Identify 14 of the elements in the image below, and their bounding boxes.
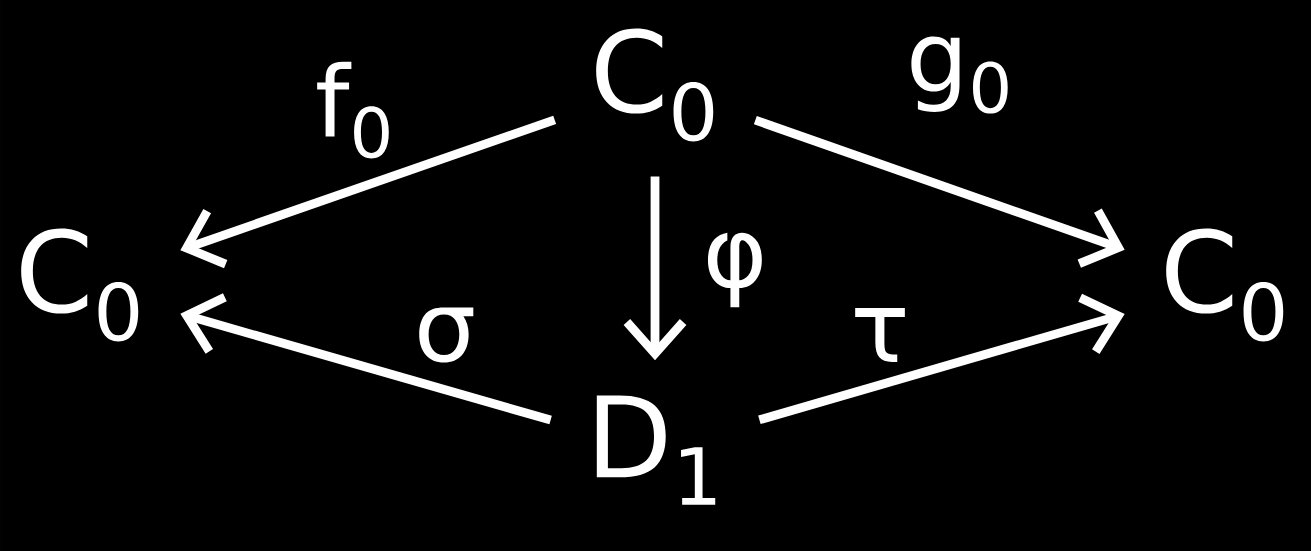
math-object: C$_{0}$ xyxy=(596,28,714,142)
edge-label: τ xyxy=(843,301,917,369)
arrow xyxy=(180,115,557,269)
math-object: D$_{1}$ xyxy=(596,395,716,505)
math-object: C$_{0}$ xyxy=(1166,228,1284,342)
edge-label: f$_{0}$ xyxy=(307,54,403,166)
edge-label: φ xyxy=(695,225,775,315)
arrow xyxy=(180,293,552,425)
math-object: C$_{0}$ xyxy=(21,228,139,342)
edge-label: g$_{0}$ xyxy=(898,29,1022,121)
arrow xyxy=(623,176,687,361)
edge-label: σ xyxy=(406,300,484,370)
arrow xyxy=(753,116,1125,268)
arrow xyxy=(758,293,1125,425)
